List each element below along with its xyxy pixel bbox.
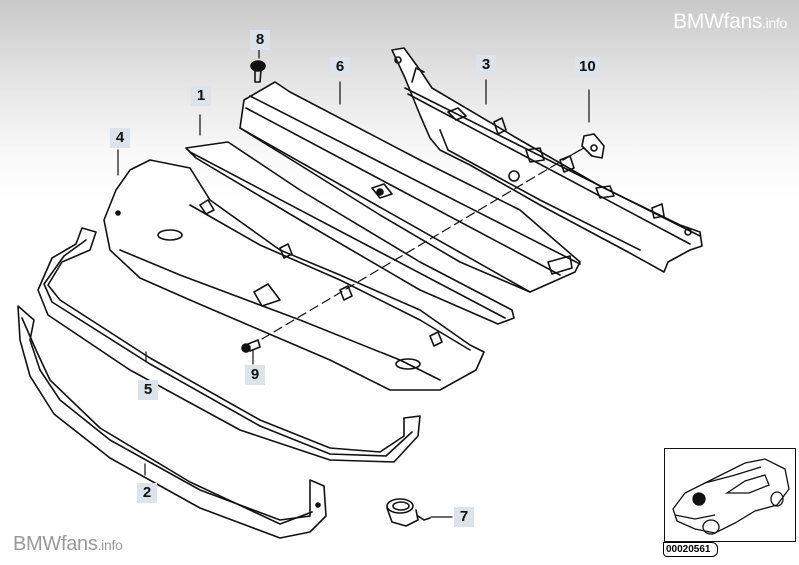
part-10-clip-nut[interactable] bbox=[581, 133, 605, 159]
callout-7[interactable]: 7 bbox=[454, 507, 474, 527]
callout-4[interactable]: 4 bbox=[110, 128, 130, 148]
callout-8[interactable]: 8 bbox=[250, 30, 270, 50]
watermark-suffix: .info bbox=[97, 537, 123, 553]
part-7-grommet[interactable] bbox=[386, 498, 431, 527]
watermark-brand: BMWfans bbox=[673, 10, 763, 33]
watermark-bottom: BMWfans.info bbox=[13, 533, 123, 556]
leader-lines bbox=[117, 49, 590, 518]
callout-9[interactable]: 9 bbox=[245, 365, 265, 385]
callout-5[interactable]: 5 bbox=[138, 380, 158, 400]
watermark-suffix: .info bbox=[762, 15, 787, 31]
callout-1[interactable]: 1 bbox=[191, 86, 211, 106]
car-outline-icon bbox=[672, 458, 790, 535]
assembly-guide-lines bbox=[261, 147, 585, 340]
callout-6[interactable]: 6 bbox=[330, 57, 350, 77]
callout-3[interactable]: 3 bbox=[476, 55, 496, 75]
vehicle-location-inset bbox=[664, 448, 796, 542]
part-4-cowl-tray[interactable] bbox=[103, 159, 485, 391]
watermark-top: BMWfans.info bbox=[673, 10, 787, 34]
part-6-cover-channel[interactable] bbox=[239, 81, 581, 293]
part-5-gasket[interactable] bbox=[37, 227, 421, 463]
callout-2[interactable]: 2 bbox=[137, 483, 157, 503]
part-1-seal-strip[interactable] bbox=[185, 141, 515, 325]
part-9-screw[interactable] bbox=[241, 339, 261, 353]
part-8-push-rivet[interactable] bbox=[250, 60, 266, 83]
location-marker-icon bbox=[692, 492, 706, 506]
part-2-strap[interactable] bbox=[17, 305, 327, 539]
callout-10[interactable]: 10 bbox=[575, 57, 600, 77]
reference-number: 00020561 bbox=[663, 542, 718, 557]
part-3-bracket-rail[interactable] bbox=[391, 47, 703, 273]
watermark-brand: BMWfans bbox=[13, 533, 98, 555]
